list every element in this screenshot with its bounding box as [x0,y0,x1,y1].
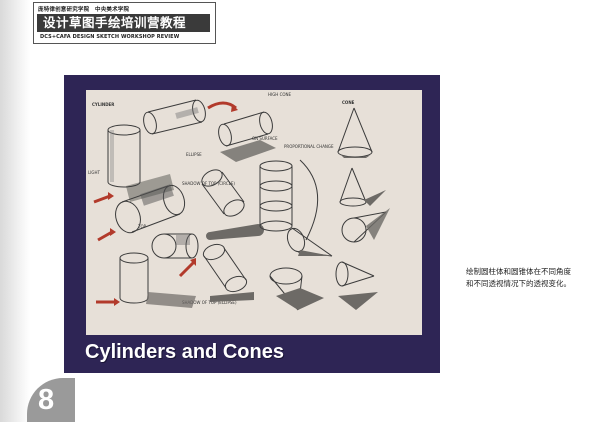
sketch-photo: CYLINDER CONE HIGH CONE ON SURFACE TOP S… [86,90,422,335]
label-shadow-top-circle: SHADOW OF TOP (CIRCLE) [182,181,235,186]
book-title: 设计草图手绘培训营教程 [37,14,210,32]
label-light: LIGHT [88,170,101,175]
cone-right-2 [341,208,390,243]
label-high-cone: HIGH CONE [268,92,292,97]
cone-center-1 [286,227,333,257]
book-subtitle: DCS+CAFA DESIGN SKETCH WORKSHOP REVIEW [40,34,180,40]
label-top: TOP [137,224,147,229]
tall-cone [337,107,373,158]
chinese-body-text: 绘制圆柱体和圆锥体在不同角度和不同透视情况下的透视变化。 [466,267,571,288]
book-header: 庞特律创意研究学院 中央美术学院 设计草图手绘培训营教程 DCS+CAFA DE… [33,2,216,44]
label-proportional-change: PROPORTIONAL CHANGE [284,144,334,149]
institution-line: 庞特律创意研究学院 中央美术学院 [38,7,130,13]
stacked-ellipse-cylinder [259,159,319,241]
label-cylinder: CYLINDER [92,102,114,107]
cone-center-2 [269,267,324,311]
cone-right-1 [339,167,386,207]
cylinder-lower-left [119,252,196,308]
horizontal-cylinder-1 [143,99,206,135]
page-gutter-shadow [0,0,30,422]
label-shadow-top-ellipse: SHADOW OF TOP (ELLIPSE) [182,300,237,305]
figure-frame: CYLINDER CONE HIGH CONE ON SURFACE TOP S… [64,75,440,373]
cone-right-3 [335,261,378,310]
cylinder-center [151,233,199,259]
sketch-drawing: CYLINDER CONE HIGH CONE ON SURFACE TOP S… [88,92,390,311]
tilted-cylinder [201,169,264,240]
tilted-cylinder-lower [178,243,254,302]
cylinder-on-surface [218,111,276,162]
label-on-surface: ON SURFACE [252,136,278,141]
horizontal-cylinder-large [115,184,186,234]
label-ellipse: ELLIPSE [186,152,202,157]
upright-cylinder [107,124,174,202]
page-number-tab: 8 [27,378,75,422]
page-number: 8 [38,384,55,416]
label-cone: CONE [342,100,355,105]
figure-caption-title: Cylinders and Cones [85,341,284,363]
